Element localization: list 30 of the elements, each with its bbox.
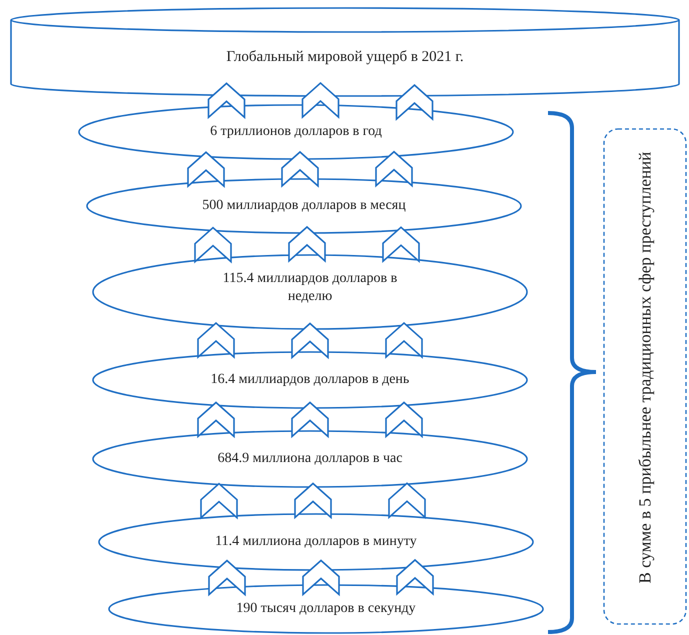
node-text: 6 триллионов долларов в год bbox=[209, 123, 383, 140]
node-text: 11.4 миллиона долларов в минуту bbox=[214, 533, 418, 550]
chevron-arrow bbox=[291, 322, 329, 360]
chevron-arrow bbox=[396, 84, 434, 121]
chevron-arrow bbox=[197, 322, 235, 359]
chevron-arrow bbox=[208, 560, 246, 596]
chevron-arrow bbox=[208, 82, 246, 120]
node-text: 115.4 миллиардов долларов в неделю bbox=[222, 270, 398, 305]
node-text: 16.4 миллиардов долларов в день bbox=[210, 371, 410, 388]
chevron-arrow bbox=[288, 226, 326, 263]
node-text: 190 тысяч долларов в секунду bbox=[235, 600, 417, 618]
chevron-arrow bbox=[382, 226, 420, 264]
chevron-arrow bbox=[396, 558, 434, 596]
chevron-arrow bbox=[200, 482, 238, 520]
node-text: Глобальный мировой ущерб в 2021 г. bbox=[225, 48, 465, 67]
chevron-arrow bbox=[197, 401, 235, 438]
chevron-arrow bbox=[302, 82, 340, 119]
node-text: 684.9 миллиона долларов в час bbox=[216, 450, 404, 468]
node-text: 500 миллиардов долларов в месяц bbox=[201, 197, 407, 214]
chevron-arrow bbox=[385, 401, 423, 438]
chevron-arrow bbox=[291, 401, 329, 438]
chevron-arrow bbox=[281, 150, 319, 188]
node-text: В сумме в 5 прибыльнее традиционных сфер преступлений bbox=[634, 150, 656, 586]
chevron-arrow bbox=[375, 150, 413, 188]
chevron-arrow bbox=[302, 559, 340, 596]
chevron-arrow bbox=[187, 151, 225, 188]
chevron-arrow bbox=[294, 482, 332, 520]
chevron-arrow bbox=[388, 482, 426, 520]
chevron-arrow bbox=[385, 322, 423, 359]
chevron-arrow bbox=[194, 226, 232, 264]
